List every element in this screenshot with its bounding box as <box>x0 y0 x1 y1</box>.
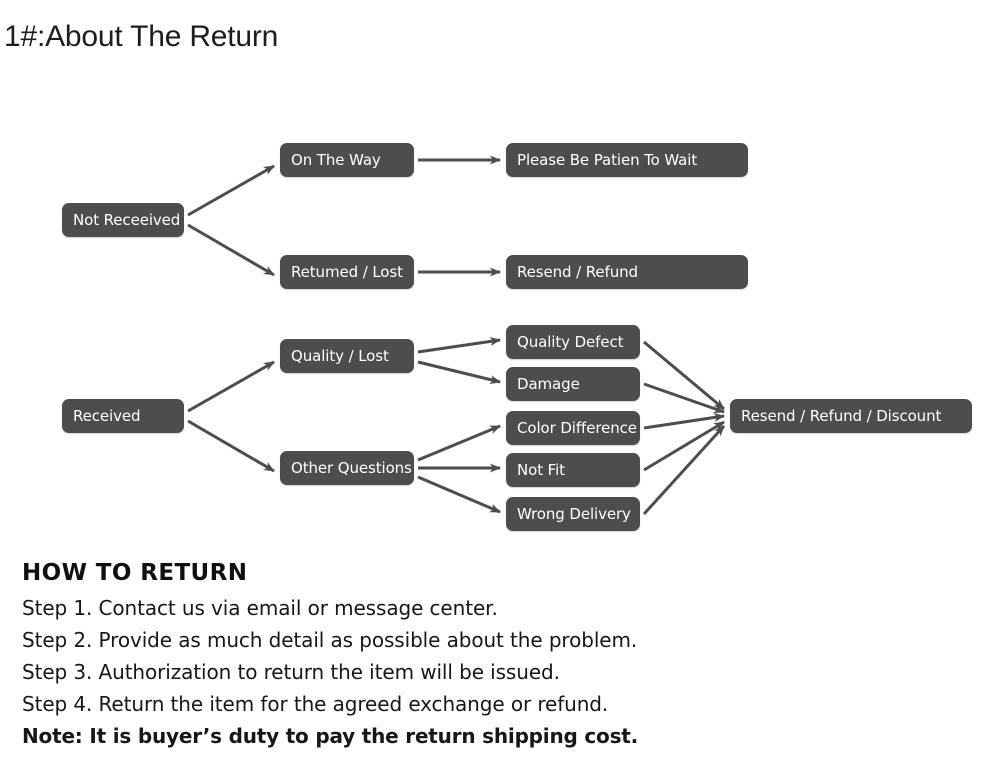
node-wrong-delivery[interactable]: Wrong Delivery <box>506 497 640 531</box>
node-quality-lost[interactable]: Quality / Lost <box>280 339 414 373</box>
node-other-questions[interactable]: Other Questions <box>280 451 414 485</box>
node-label: Please Be Patien To Wait <box>517 150 698 169</box>
page-title: 1#:About The Return <box>4 20 279 53</box>
how-to-return-section: HOW TO RETURN Step 1. Contact us via ema… <box>22 560 962 752</box>
node-label: Quality Defect <box>517 332 624 351</box>
flow-edges <box>187 155 726 516</box>
node-received[interactable]: Received <box>62 399 184 433</box>
node-label: Resend / Refund / Discount <box>741 406 942 425</box>
node-damage[interactable]: Damage <box>506 367 640 401</box>
node-label: Wrong Delivery <box>517 504 631 523</box>
node-color-difference[interactable]: Color Difference <box>506 411 640 445</box>
node-on-the-way[interactable]: On The Way <box>280 143 414 177</box>
return-note: Note: It is buyer’s duty to pay the retu… <box>22 724 639 749</box>
node-resend-refund-discount[interactable]: Resend / Refund / Discount <box>730 399 972 433</box>
node-label: Color Difference <box>517 418 637 437</box>
node-label: Damage <box>517 374 580 393</box>
node-resend-refund[interactable]: Resend / Refund <box>506 255 748 289</box>
node-retumed-lost[interactable]: Retumed / Lost <box>280 255 414 289</box>
node-not-receeived[interactable]: Not Receeived <box>62 203 184 237</box>
node-label: Other Questions <box>291 458 412 477</box>
return-step-2: Step 2. Provide as much detail as possib… <box>22 628 638 653</box>
return-step-1: Step 1. Contact us via email or message … <box>22 596 498 621</box>
node-label: Received <box>73 406 141 425</box>
node-please-be-patien-to-wait[interactable]: Please Be Patien To Wait <box>506 143 748 177</box>
node-label: Quality / Lost <box>291 346 389 365</box>
return-step-3: Step 3. Authorization to return the item… <box>22 660 560 685</box>
node-quality-defect[interactable]: Quality Defect <box>506 325 640 359</box>
return-flow-diagram: Not Receeived On The Way Retumed / Lost … <box>0 120 1000 540</box>
node-label: Not Receeived <box>73 210 181 229</box>
node-label: Retumed / Lost <box>291 262 403 281</box>
node-label: Resend / Refund <box>517 262 638 281</box>
return-step-4: Step 4. Return the item for the agreed e… <box>22 692 609 717</box>
how-to-return-heading: HOW TO RETURN <box>22 560 248 586</box>
node-label: On The Way <box>291 150 381 169</box>
flow-arrow-layer <box>187 155 726 516</box>
node-label: Not Fit <box>517 460 565 479</box>
node-not-fit[interactable]: Not Fit <box>506 453 640 487</box>
